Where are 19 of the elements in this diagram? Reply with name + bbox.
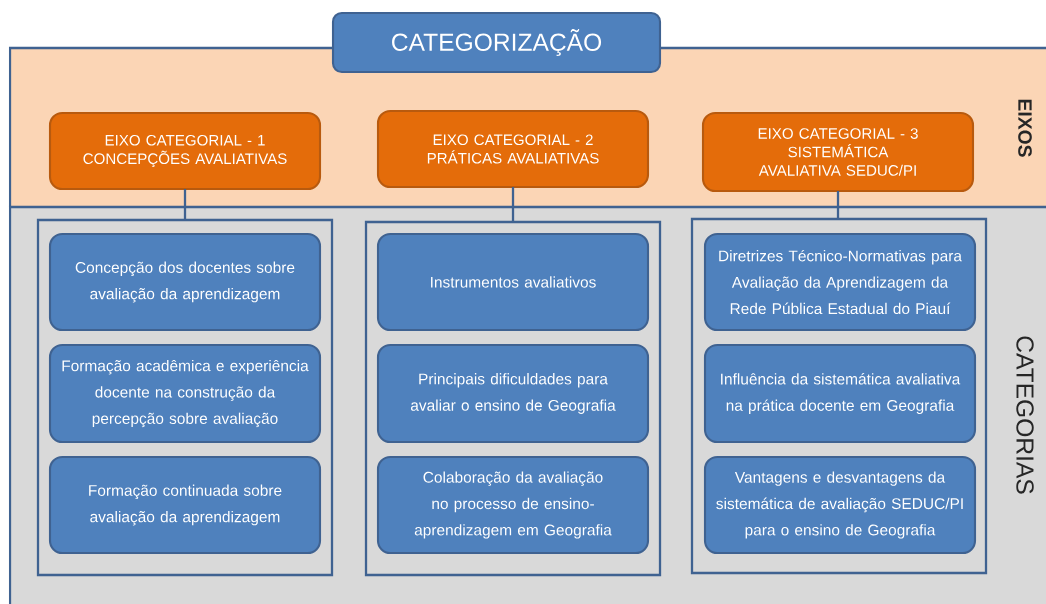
group-frame (364, 220, 662, 577)
axis-box: EIXO CATEGORIAL - 1 CONCEPÇÕES AVALIATIVAS (48, 111, 322, 191)
category-box: Formação continuada sobre avaliação da aprendizagem (48, 455, 322, 555)
axis-box: EIXO CATEGORIAL - 3 SISTEMÁTICA AVALIATIVA SEDUC/PI (701, 111, 975, 193)
category-box: Diretrizes Técnico-Normativas para Avaliação da Aprendizagem da Rede Pública Estadual do Piauí (703, 232, 977, 332)
group-frame (690, 217, 988, 575)
category-box: Vantagens e desvantagens da sistemática de avaliação SEDUC/PI para o ensino de Geografia (703, 455, 977, 555)
title-box: CATEGORIZAÇÃO (331, 11, 662, 74)
category-box: Colaboração da avaliação no processo de ensino-aprendizagem em Geografia (376, 455, 650, 555)
connector-line (836, 191, 840, 219)
category-box: Instrumentos avaliativos (376, 232, 650, 332)
group-frame (36, 218, 334, 577)
connector-line (183, 189, 187, 220)
axis-box: EIXO CATEGORIAL - 2 PRÁTICAS AVALIATIVAS (376, 109, 650, 189)
category-box: Concepção dos docentes sobre avaliação da aprendizagem (48, 232, 322, 332)
category-box: Formação acadêmica e experiência docente na construção da percepção sobre avaliação (48, 343, 322, 444)
category-box: Principais dificuldades para avaliar o ensino de Geografia (376, 343, 650, 444)
connector-line (511, 187, 515, 222)
category-box: Influência da sistemática avaliativa na prática docente em Geografia (703, 343, 977, 444)
